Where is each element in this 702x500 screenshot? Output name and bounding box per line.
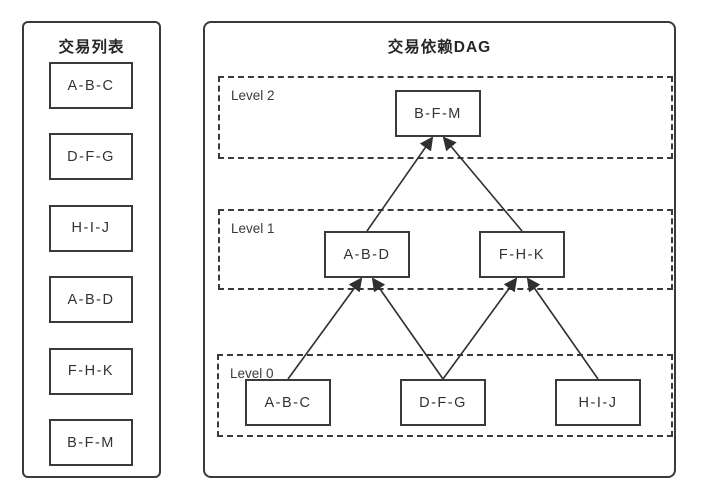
dag-node: D-F-G <box>400 379 486 426</box>
transaction-list-item: H-I-J <box>49 204 133 252</box>
transaction-list-item: A-B-C <box>49 62 133 109</box>
dag-level-2-label: Level 2 <box>231 88 275 103</box>
dag-level-0-label: Level 0 <box>230 366 274 381</box>
dag-body: Level 2 Level 1 Level 0 B-F-M A-B-D F-H-K A… <box>205 23 674 476</box>
dag-panel: 交易依赖DAG Level 2 Level 1 Level 0 B-F-M A-B… <box>203 21 676 478</box>
dag-node: H-I-J <box>555 379 641 426</box>
dag-node: A-B-C <box>245 379 331 426</box>
dag-node: B-F-M <box>395 90 481 137</box>
transaction-list-item: A-B-D <box>49 276 133 324</box>
transaction-list-panel: 交易列表 A-B-C D-F-G H-I-J A-B-D F-H-K B-F-M <box>22 21 161 478</box>
dag-level-1-label: Level 1 <box>231 221 275 236</box>
dag-node: A-B-D <box>324 231 410 278</box>
transaction-list-item: F-H-K <box>49 347 133 395</box>
dag-title: 交易依赖DAG <box>387 39 492 56</box>
transaction-list-title: 交易列表 <box>58 39 125 56</box>
transaction-list-item: B-F-M <box>49 419 133 466</box>
transaction-list-item: D-F-G <box>49 133 133 181</box>
dag-node: F-H-K <box>479 231 565 278</box>
dag-level-1-band: Level 1 <box>218 209 673 290</box>
